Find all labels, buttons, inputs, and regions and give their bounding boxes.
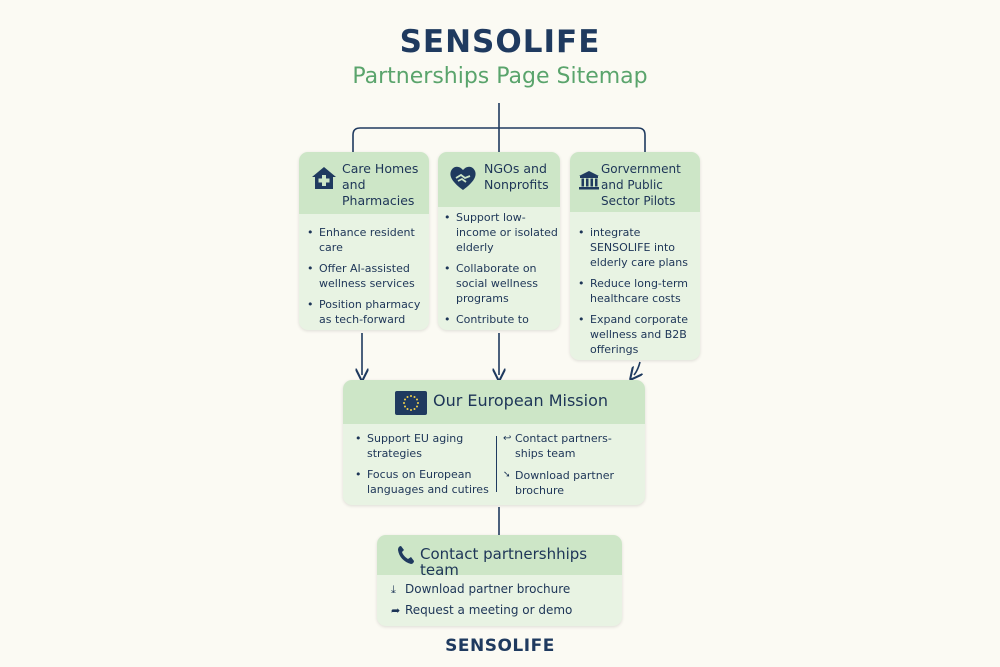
mission-link-label: Download partner brochure xyxy=(515,469,614,497)
section-card-ngos: NGOs and Nonprofits Support low-income o… xyxy=(438,152,560,330)
page-subtitle: Partnerships Page Sitemap xyxy=(352,64,648,89)
section-card-header: Care Homes and Pharmacies xyxy=(299,152,429,214)
list-item: Offer AI-assisted wellness services xyxy=(307,261,423,291)
mission-title: Our European Mission xyxy=(433,391,608,410)
contact-card: Contact partnershhips team ⤓ Download par… xyxy=(377,535,622,626)
list-item: Support EU aging strategies xyxy=(355,431,491,461)
mission-link-label: Contact partners-ships team xyxy=(515,432,612,460)
page-title: SENSOLIFE xyxy=(399,24,601,60)
mission-card: Our European Mission Support EU aging st… xyxy=(343,380,645,505)
contact-title: Contact partnershhips team xyxy=(420,545,588,579)
contact-card-header: Contact partnershhips team xyxy=(377,535,622,579)
house-medical-icon xyxy=(310,165,338,195)
download-brochure-link[interactable]: ⤓ Download partner brochure xyxy=(391,582,570,597)
section-title: Gorvernment and Public Sector Pilots xyxy=(601,162,681,208)
heart-handshake-icon xyxy=(448,164,478,196)
section-title: NGOs and Nonprofits xyxy=(484,161,549,192)
mission-link-2[interactable]: ➘ Download partner brochure xyxy=(503,468,637,498)
divider xyxy=(496,436,497,492)
list-item: Contribute to research and policy xyxy=(444,312,558,330)
download-icon: ➘ xyxy=(503,470,511,480)
section-title: Care Homes and Pharmacies xyxy=(342,161,419,208)
share-arrow-icon: ➦ xyxy=(391,604,401,617)
section-card-government: Gorvernment and Public Sector Pilots int… xyxy=(570,152,700,360)
section-bullet-list: Enhance resident care Offer AI-assisted … xyxy=(307,225,423,330)
section-card-header: Gorvernment and Public Sector Pilots xyxy=(570,152,700,212)
section-bullet-list: integrate SENSOLIFE into elderly care pl… xyxy=(578,225,696,360)
government-building-icon xyxy=(578,170,600,194)
footer-brand: SENSOLIFE xyxy=(445,636,555,656)
list-item: Enhance resident care xyxy=(307,225,423,255)
list-item: Collaborate on social wellness programs xyxy=(444,261,558,306)
section-card-care-homes: Care Homes and Pharmacies Enhance reside… xyxy=(299,152,429,330)
list-item: Position pharmacy as tech-forward xyxy=(307,297,423,327)
action-label: Request a meeting or demo xyxy=(405,603,573,617)
phone-icon xyxy=(397,545,415,569)
eu-flag-icon xyxy=(395,391,427,419)
list-item: Support low-income or isolated elderly xyxy=(444,210,558,255)
action-label: Download partner brochure xyxy=(405,582,571,596)
mission-card-header: Our European Mission xyxy=(343,380,645,424)
list-item: Expand corporate wellness and B2B offeri… xyxy=(578,312,696,357)
list-item: Focus on European languages and cutires xyxy=(355,467,491,497)
request-meeting-link[interactable]: ➦ Request a meeting or demo xyxy=(391,603,572,617)
section-card-header: NGOs and Nonprofits xyxy=(438,152,560,207)
mission-link-1[interactable]: ↩ Contact partners-ships team xyxy=(503,431,637,461)
section-bullet-list: Support low-income or isolated elderly C… xyxy=(444,210,558,330)
list-item: integrate SENSOLIFE into elderly care pl… xyxy=(578,225,696,270)
list-item: Reduce long-term healthcare costs xyxy=(578,276,696,306)
download-icon: ⤓ xyxy=(391,583,396,596)
arrow-icon: ↩ xyxy=(503,433,512,444)
mission-bullet-list: Support EU aging strategies Focus on Eur… xyxy=(355,431,491,503)
